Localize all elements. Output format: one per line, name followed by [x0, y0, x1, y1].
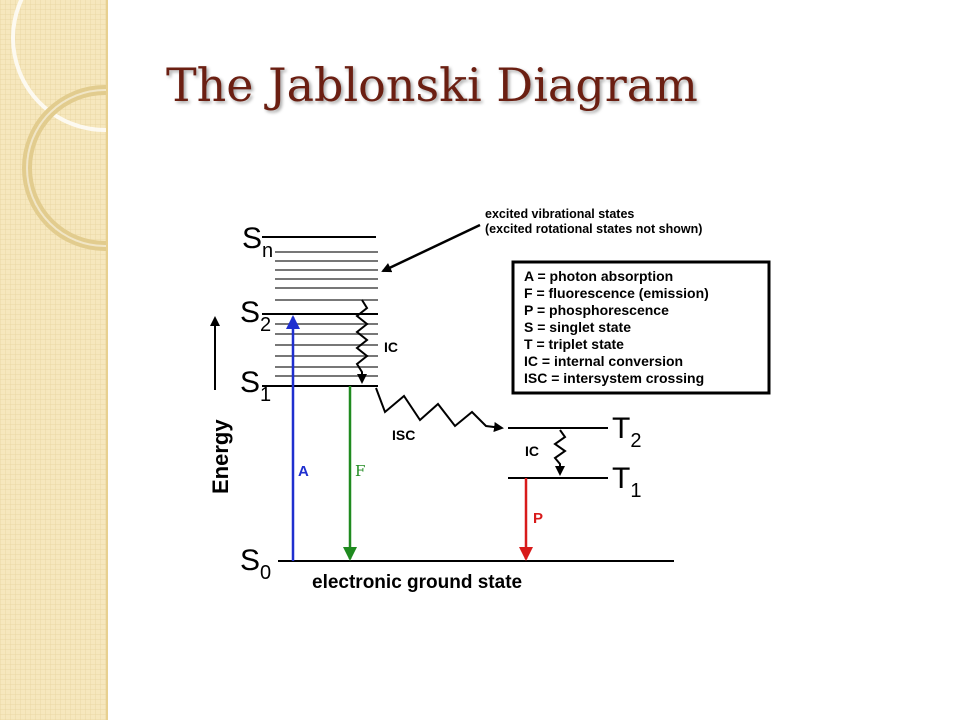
- energy-axis: Energy: [208, 316, 233, 494]
- fluorescence-label: F: [355, 462, 365, 480]
- internal-conversion-singlet: IC: [355, 299, 398, 384]
- phosphorescence-label: P: [533, 510, 543, 527]
- phosphorescence-transition: P: [519, 478, 543, 561]
- annotation-line-2: (excited rotational states not shown): [485, 222, 702, 236]
- legend-item: F = fluorescence (emission): [524, 285, 709, 301]
- legend-item: T = triplet state: [524, 336, 624, 352]
- ground-state-label: electronic ground state: [312, 572, 522, 593]
- ic-singlet-label: IC: [384, 339, 398, 355]
- decorative-sidebar: [0, 0, 108, 720]
- ic-singlet-zigzag: [355, 299, 369, 384]
- ic-triplet-zigzag: [553, 429, 567, 476]
- fluorescence-transition: F: [343, 386, 365, 561]
- energy-axis-label: Energy: [208, 419, 233, 494]
- sidebar-texture: [0, 0, 106, 720]
- ic-triplet-label: IC: [525, 443, 539, 459]
- internal-conversion-triplet: IC: [525, 429, 567, 476]
- legend-item: IC = internal conversion: [524, 353, 683, 369]
- state-labels: Sn S2 S1 S0 T2 T1: [240, 222, 641, 584]
- legend-item: A = photon absorption: [524, 268, 673, 284]
- state-label-t1: T1: [612, 462, 641, 502]
- intersystem-crossing: ISC: [375, 387, 504, 443]
- legend-border: [511, 260, 771, 395]
- state-label-t2: T2: [612, 412, 641, 452]
- state-label-s0: S0: [240, 544, 271, 584]
- state-label-s1: S1: [240, 366, 271, 406]
- legend-item: P = phosphorescence: [524, 302, 669, 318]
- legend-box: A = photon absorption F = fluorescence (…: [511, 260, 771, 395]
- absorption-label: A: [298, 463, 309, 480]
- isc-zigzag: [375, 387, 504, 432]
- isc-label: ISC: [392, 427, 415, 443]
- state-label-s2: S2: [240, 296, 271, 336]
- annotation-pointer-arrow: [381, 223, 481, 273]
- sidebar-circles-decoration: [11, 0, 106, 251]
- annotation-line-1: excited vibrational states: [485, 207, 634, 221]
- absorption-transition: A: [286, 315, 309, 561]
- vibrational-states-annotation: excited vibrational states (excited rota…: [381, 207, 702, 273]
- legend-item: ISC = intersystem crossing: [524, 370, 704, 386]
- state-label-sn: Sn: [242, 222, 273, 262]
- legend-item: S = singlet state: [524, 319, 631, 335]
- slide-title: The Jablonski Diagram: [166, 58, 698, 112]
- triplet-levels: [508, 427, 608, 479]
